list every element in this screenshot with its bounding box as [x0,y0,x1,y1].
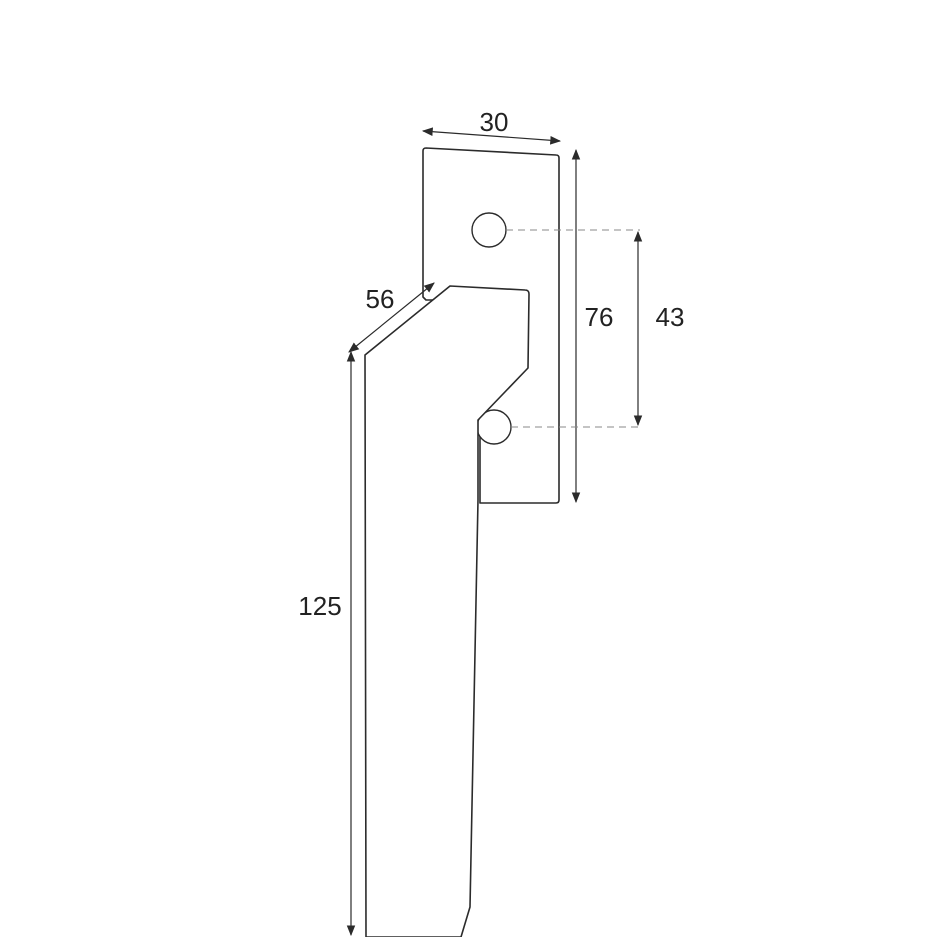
dim-label-lever-length: 125 [298,591,341,621]
dim-label-hole-spacing: 43 [656,302,685,332]
dim-label-lever-depth: 56 [366,284,395,314]
dim-label-plate-width: 30 [480,107,509,137]
dim-line-lever-depth [348,282,435,353]
dim-line-plate-width [421,127,562,145]
handle-lever [364,285,530,937]
screw-hole-top [471,212,507,248]
dim-label-plate-height: 76 [585,302,614,332]
